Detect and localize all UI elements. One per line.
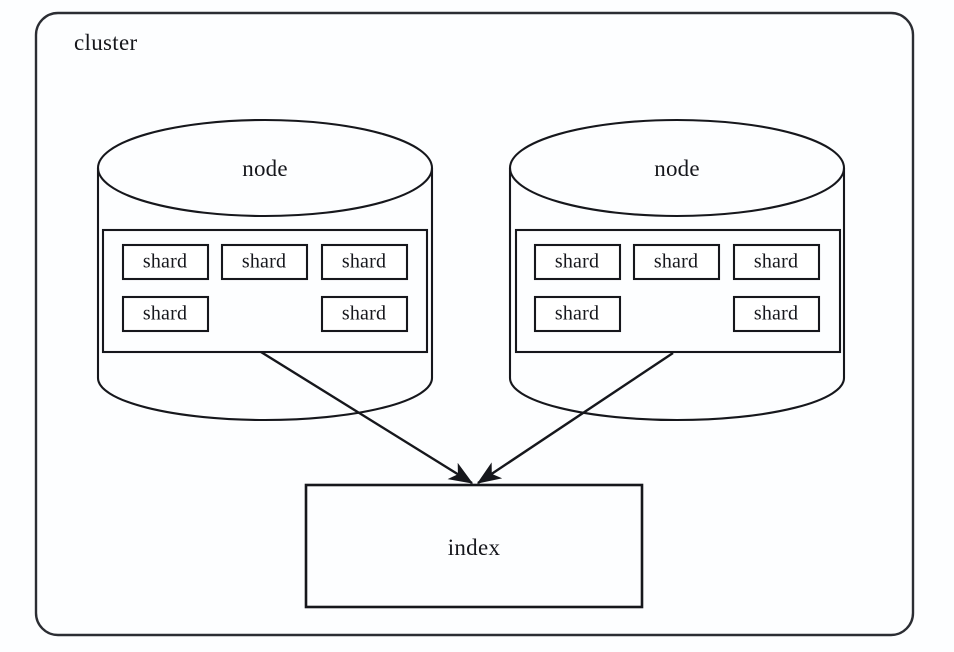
shard-box-right-2 <box>632 243 721 281</box>
shard-label-right-3: shard <box>753 250 799 273</box>
shard-container-left <box>101 228 429 354</box>
shard-box-right-5 <box>732 295 821 333</box>
shard-label-left-2: shard <box>241 250 287 273</box>
shard-box-left-3 <box>320 243 409 281</box>
shard-label-right-2: shard <box>653 250 699 273</box>
shard-box-left-4 <box>121 295 210 333</box>
shard-label-left-5: shard <box>341 302 387 325</box>
shard-box-left-5 <box>320 295 409 333</box>
node-cylinder-left <box>96 118 434 422</box>
shard-label-right-1: shard <box>554 250 600 273</box>
shard-container-right <box>514 228 842 354</box>
node-cylinder-right <box>508 118 846 422</box>
connector-right-node-to-index <box>477 352 674 484</box>
shard-label-right-5: shard <box>753 302 799 325</box>
shard-label-left-3: shard <box>341 250 387 273</box>
index-box <box>304 483 644 609</box>
node-label-right: node <box>654 156 700 181</box>
shard-box-right-3 <box>732 243 821 281</box>
shard-box-right-1 <box>533 243 622 281</box>
shard-label-left-1: shard <box>142 250 188 273</box>
cluster-boundary <box>34 11 915 637</box>
shard-label-left-4: shard <box>142 302 188 325</box>
index-label: index <box>447 535 501 560</box>
cluster-label: cluster <box>74 30 138 55</box>
shard-box-right-4 <box>533 295 622 333</box>
node-label-left: node <box>242 156 288 181</box>
connector-left-node-to-index <box>260 350 474 485</box>
shard-box-left-2 <box>220 243 309 281</box>
shard-box-left-1 <box>121 243 210 281</box>
shard-label-right-4: shard <box>554 302 600 325</box>
